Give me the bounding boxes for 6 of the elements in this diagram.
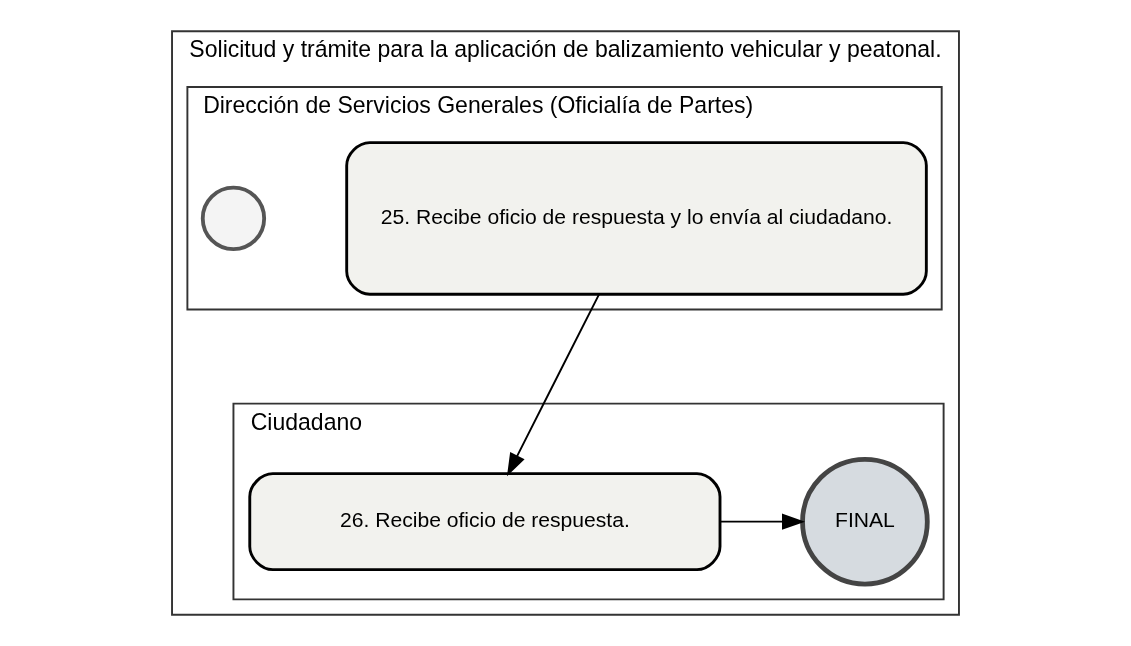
arrow — [719, 513, 806, 530]
arrow — [506, 293, 600, 477]
node-box: 25. Recibe oficio de respuesta y lo envía al ciudadano. — [345, 141, 928, 296]
node-box: 26. Recibe oficio de respuesta. — [248, 472, 722, 572]
node-circle — [200, 185, 267, 251]
node-circle: FINAL — [800, 456, 930, 587]
